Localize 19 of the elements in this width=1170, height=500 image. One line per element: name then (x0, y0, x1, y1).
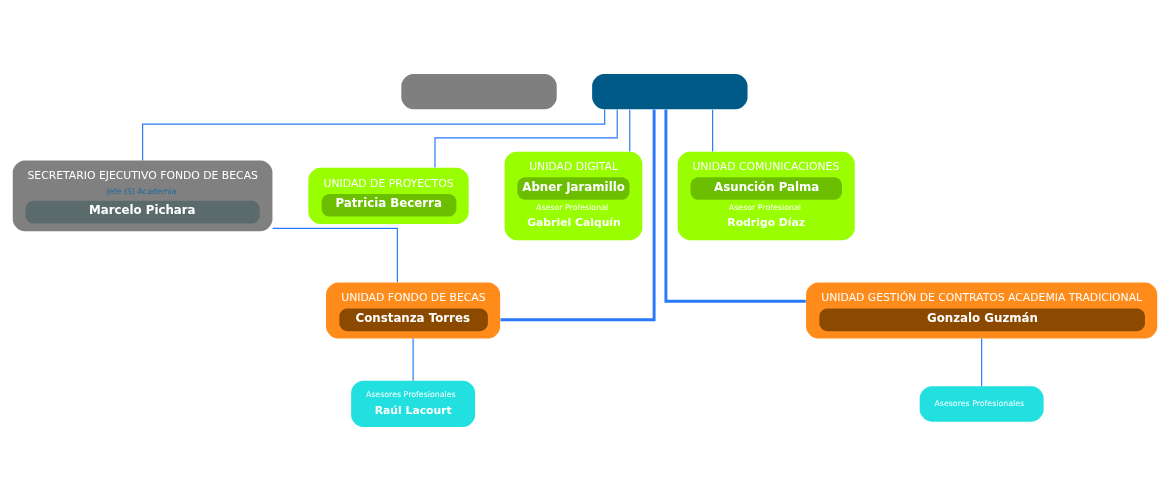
connector (712, 108, 714, 152)
node-box (592, 73, 748, 109)
node-box (401, 73, 557, 109)
node-box: UNIDAD COMUNICACIONES Asunción Palma Asesor Profesional Rodrigo Díaz (677, 151, 855, 240)
connector (981, 337, 983, 387)
node-box: UNIDAD GESTIÓN DE CONTRATOS ACADEMIA TRADICIONAL Gonzalo Guzmán (806, 281, 1158, 339)
connector (500, 109, 656, 321)
node-box: SECRETARIO EJECUTIVO FONDO DE BECAS Jefe (S) Academia Marcelo Pichara (12, 160, 273, 231)
node-box: Asesores Profesionales (919, 385, 1044, 422)
node-box: UNIDAD DE PROYECTOS Patricia Becerra (308, 167, 469, 224)
connector (272, 227, 398, 283)
node-box: Asesores Profesionales Raúl Lacourt (351, 380, 476, 427)
connector (629, 108, 631, 152)
node-box: UNIDAD DIGITAL Abner Jaramillo Asesor Profesional Gabriel Calquín (504, 151, 643, 240)
node-box: UNIDAD FONDO DE BECAS Constanza Torres (326, 281, 501, 339)
connector (434, 108, 618, 168)
connector (664, 109, 806, 303)
connector (142, 108, 606, 161)
connector (412, 337, 414, 381)
